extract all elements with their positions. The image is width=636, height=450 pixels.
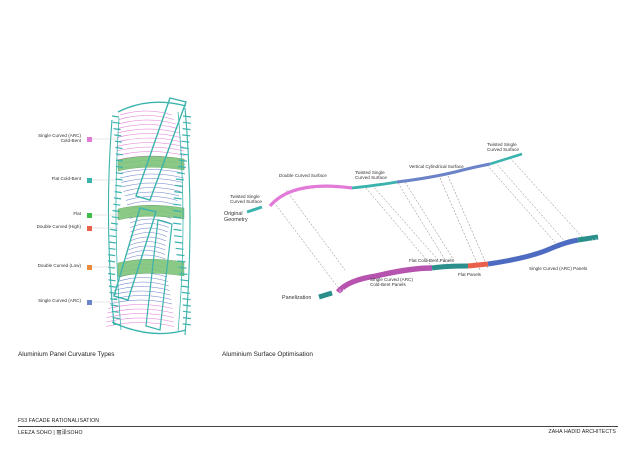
legend-swatch-blue xyxy=(87,300,92,305)
legend-label-flat: Flat xyxy=(73,211,81,216)
legend-label-flat-cold-bent: Flat Cold-Bent xyxy=(51,176,81,181)
footer-divider xyxy=(18,426,618,427)
legend-swatch-teal xyxy=(87,178,92,183)
legend-swatch-pink xyxy=(87,137,92,142)
label-single-arc-cold-bent-panels: Single Curved (ARC) Cold-Bent Panels xyxy=(370,277,413,288)
label-panelization: Panelization xyxy=(282,295,312,301)
footer-project: LEEZA SOHO | 丽泽SOHO xyxy=(18,430,83,436)
label-twisted-mid: Twisted Single Curved Surface xyxy=(355,170,387,181)
right-caption: Aluminium Surface Optimisation xyxy=(222,351,313,358)
legend-swatch-orange xyxy=(87,265,92,270)
footer-title: F53 FACADE RATIONALISATION xyxy=(18,418,100,424)
label-flat-cold-bent-panels: Flat Cold-Bent Panels xyxy=(409,258,454,263)
legend-label-double-low: Double Curved (Low) xyxy=(37,263,81,268)
label-twisted-right: Twisted Single Curved Surface xyxy=(487,142,519,153)
legend-label-single-arc: Single Curved (ARC) xyxy=(38,298,81,303)
label-flat-panels: Flat Panels xyxy=(458,272,481,277)
label-vertical-cylindrical: Vertical Cylindrical Surface xyxy=(409,164,464,169)
label-twisted-left: Twisted Single Curved Surface xyxy=(230,194,262,205)
footer-firm: ZAHA HADID ARCHITECTS xyxy=(548,429,616,435)
label-double-curved: Double Curved Surface xyxy=(279,173,327,178)
label-original-geometry: Original Geometry xyxy=(224,211,248,224)
legend-label-single-arc-cold: Single Curved (ARC) Cold-Bent xyxy=(38,133,81,144)
legend-swatch-red xyxy=(87,226,92,231)
legend-swatch-green xyxy=(87,213,92,218)
legend-label-double-high: Double Curved (High) xyxy=(36,224,81,229)
label-single-arc-panels: Single Curved (ARC) Panels xyxy=(529,266,588,271)
left-caption: Aluminium Panel Curvature Types xyxy=(18,351,115,358)
